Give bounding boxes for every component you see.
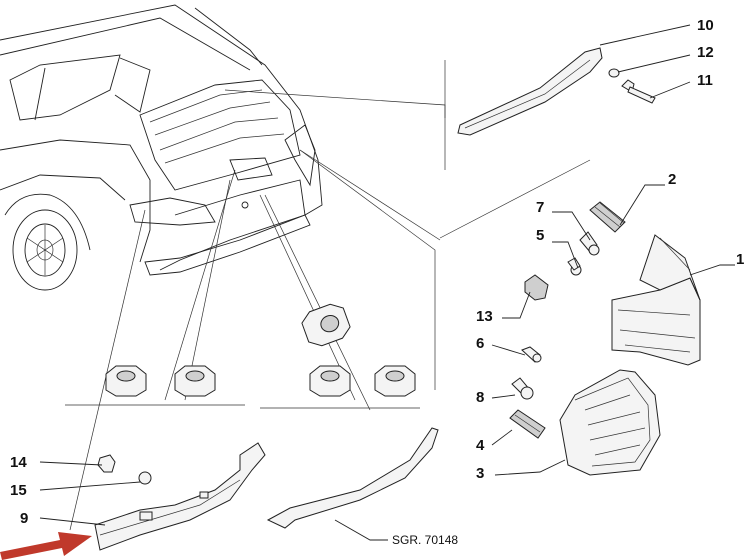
part-bulb-8 bbox=[511, 377, 534, 400]
hex-nut bbox=[309, 365, 351, 397]
hex-nut bbox=[174, 365, 216, 397]
part-trim-strip bbox=[266, 427, 439, 529]
reference-code: SGR. 70148 bbox=[392, 533, 458, 547]
part-plug-15 bbox=[138, 471, 152, 485]
callout-5: 5 bbox=[536, 227, 544, 244]
part-bulb-holder-4 bbox=[509, 409, 546, 439]
callout-15: 15 bbox=[10, 482, 27, 499]
callout-9: 9 bbox=[20, 510, 28, 527]
leader-lines bbox=[65, 60, 591, 531]
callout-4: 4 bbox=[476, 437, 485, 454]
hex-nut bbox=[105, 365, 147, 397]
car-rear-view bbox=[0, 4, 323, 291]
part-bulb-holder-2 bbox=[589, 201, 626, 233]
hex-nut-group bbox=[105, 303, 416, 397]
callout-14: 14 bbox=[10, 454, 27, 471]
callout-11: 11 bbox=[697, 72, 713, 89]
callout-8: 8 bbox=[476, 389, 484, 406]
hex-nut bbox=[374, 365, 416, 397]
callout-2: 2 bbox=[668, 171, 676, 188]
part-socket-13 bbox=[524, 274, 549, 301]
highlight-arrow bbox=[0, 532, 92, 560]
part-screw-11 bbox=[621, 79, 656, 104]
part-rear-lamp-3 bbox=[559, 369, 661, 476]
callout-leaders bbox=[39, 24, 735, 541]
part-washer-12 bbox=[608, 68, 620, 78]
part-bulb-7 bbox=[579, 231, 600, 256]
part-high-mount-stop-lamp bbox=[457, 47, 603, 136]
hex-nut bbox=[301, 303, 351, 347]
part-clip-14 bbox=[97, 454, 116, 473]
part-bulb-5 bbox=[567, 257, 582, 276]
callout-labels: 10 12 11 2 7 5 1 13 6 8 4 3 14 15 9 SGR.… bbox=[10, 17, 744, 547]
callout-7: 7 bbox=[536, 199, 544, 216]
part-bulb-6 bbox=[521, 346, 542, 363]
callout-3: 3 bbox=[476, 465, 484, 482]
callout-6: 6 bbox=[476, 335, 484, 352]
callout-13: 13 bbox=[476, 308, 493, 325]
part-tail-lamp-1 bbox=[611, 234, 701, 366]
callout-1: 1 bbox=[736, 251, 744, 268]
callout-10: 10 bbox=[697, 17, 714, 34]
part-bracket-9 bbox=[94, 442, 266, 551]
callout-12: 12 bbox=[697, 44, 714, 61]
